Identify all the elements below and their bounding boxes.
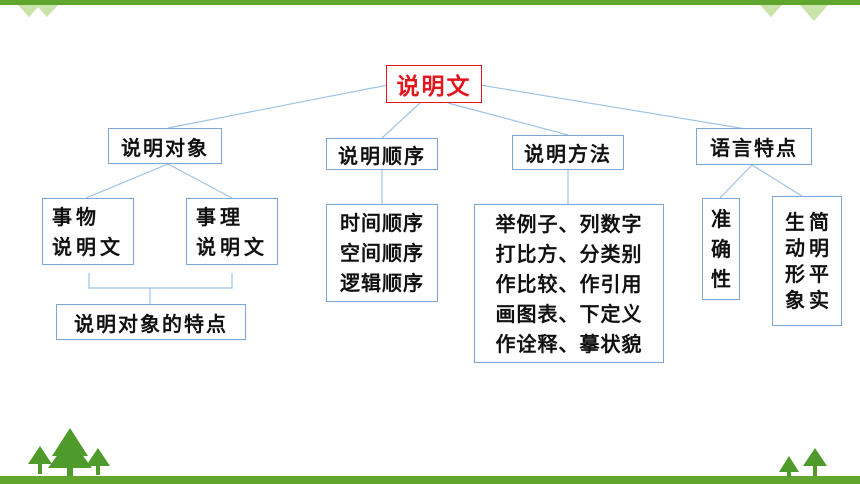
order-item: 逻辑顺序 [340, 271, 424, 295]
method-item: 作诠释、摹状貌 [495, 331, 643, 356]
order-item: 空间顺序 [340, 241, 424, 265]
node-reason-explanatory: 事理 说明文 [186, 198, 278, 265]
accuracy-char: 准 [711, 207, 731, 231]
plain-char: 平 [809, 262, 829, 286]
tree-cluster-left-icon [28, 428, 110, 476]
node-explain-method-label: 说明方法 [524, 142, 612, 166]
method-item: 打比方、分类别 [495, 241, 643, 266]
node-object-features: 说明对象的特点 [56, 304, 246, 340]
method-item: 举例子、列数字 [495, 211, 643, 236]
node-explain-order-label: 说明顺序 [338, 143, 426, 168]
vivid-char: 生 [785, 210, 805, 234]
node-thing-line2: 说明文 [52, 234, 124, 259]
plain-char: 明 [809, 236, 829, 260]
node-vivid-plain: 生 动 形 象 简 明 平 实 [772, 196, 842, 326]
top-border [0, 0, 860, 5]
tree-cluster-right-icon [779, 448, 827, 477]
order-item: 时间顺序 [340, 211, 424, 235]
node-explain-object: 说明对象 [108, 128, 222, 164]
bottom-border [0, 476, 860, 484]
node-explain-method: 说明方法 [512, 135, 624, 170]
node-explain-object-label: 说明对象 [121, 135, 209, 160]
node-object-features-label: 说明对象的特点 [74, 311, 228, 336]
top-left-triangle-decoration [36, 5, 58, 17]
top-right-triangle-decoration [800, 5, 828, 21]
node-language-traits: 语言特点 [696, 128, 812, 165]
plain-char: 实 [809, 288, 829, 312]
node-explain-order: 说明顺序 [326, 138, 438, 170]
node-reason-line1: 事理 [196, 204, 244, 229]
node-thing-line1: 事物 [52, 204, 100, 229]
vivid-char: 形 [785, 262, 805, 286]
node-language-traits-label: 语言特点 [710, 136, 798, 160]
accuracy-char: 确 [711, 237, 731, 261]
top-right-triangle-decoration [760, 5, 782, 17]
node-reason-line2: 说明文 [196, 234, 268, 259]
vivid-char: 动 [785, 236, 805, 260]
node-method-types: 举例子、列数字 打比方、分类别 作比较、作引用 画图表、下定义 作诠释、摹状貌 [474, 204, 664, 363]
method-item: 画图表、下定义 [495, 301, 643, 326]
accuracy-char: 性 [711, 267, 731, 291]
plain-char: 简 [809, 210, 829, 234]
node-thing-explanatory: 事物 说明文 [42, 198, 134, 265]
vivid-char: 象 [785, 288, 805, 312]
method-item: 作比较、作引用 [495, 271, 643, 296]
node-order-types: 时间顺序 空间顺序 逻辑顺序 [326, 204, 438, 302]
root-label: 说明文 [396, 73, 472, 100]
root-node: 说明文 [386, 65, 482, 103]
top-left-triangle-decoration [18, 5, 40, 17]
node-accuracy: 准 确 性 [702, 198, 740, 300]
